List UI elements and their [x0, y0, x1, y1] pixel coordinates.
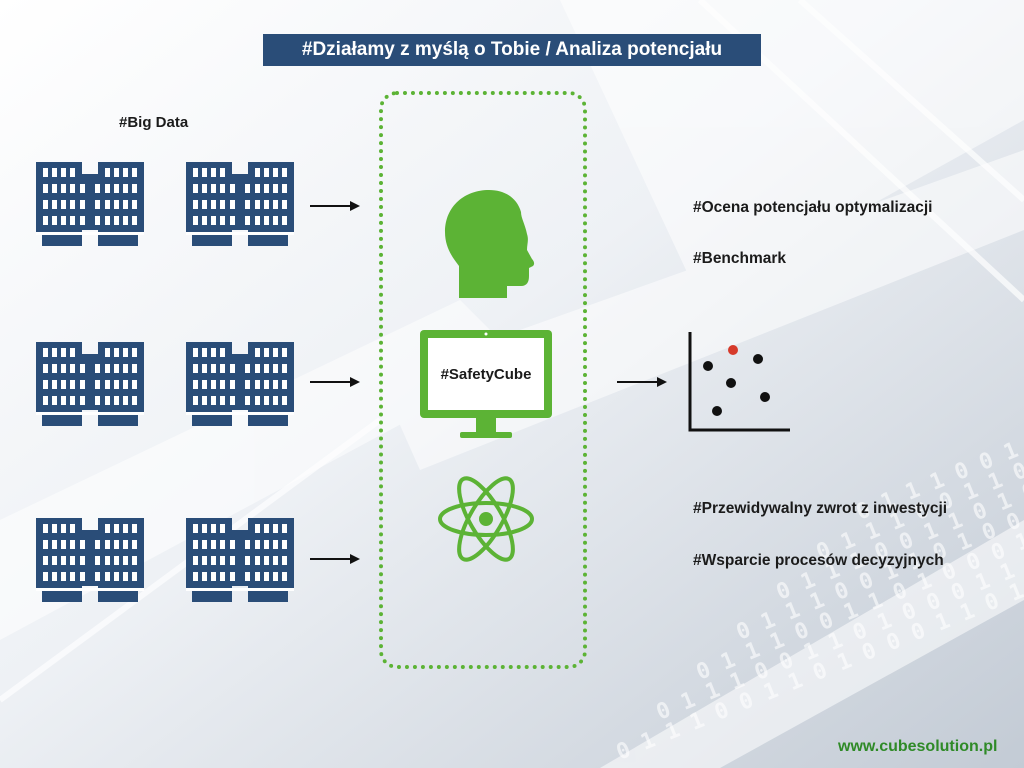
building-icon: [36, 518, 144, 602]
page-title: #Działamy z myślą o Tobie / Analiza pote…: [263, 34, 761, 66]
atom-icon: [438, 476, 534, 562]
arrow-right-icon: [310, 200, 360, 212]
outcome-label-decision-support: #Wsparcie procesów decyzyjnych: [693, 552, 944, 569]
building-icon: [186, 518, 294, 602]
safetycube-container: [379, 91, 587, 669]
arrow-right-icon: [310, 376, 360, 388]
scatter-plot-icon: [688, 332, 790, 432]
building-icon: [186, 162, 294, 246]
building-icon: [36, 342, 144, 426]
safetycube-label: #SafetyCube: [440, 366, 532, 383]
outcome-label-roi: #Przewidywalny zwrot z inwestycji: [693, 500, 948, 517]
building-icon: [186, 342, 294, 426]
building-icon: [36, 162, 144, 246]
head-icon: [445, 190, 535, 298]
arrow-right-icon: [617, 376, 667, 388]
big-data-label: #Big Data: [119, 114, 189, 131]
footer-url[interactable]: www.cubesolution.pl: [838, 738, 998, 755]
arrow-right-icon: [310, 553, 360, 565]
outcome-label-optimization: #Ocena potencjału optymalizacji: [693, 199, 933, 216]
outcome-label-benchmark: #Benchmark: [693, 250, 787, 267]
monitor-icon: [420, 330, 552, 438]
